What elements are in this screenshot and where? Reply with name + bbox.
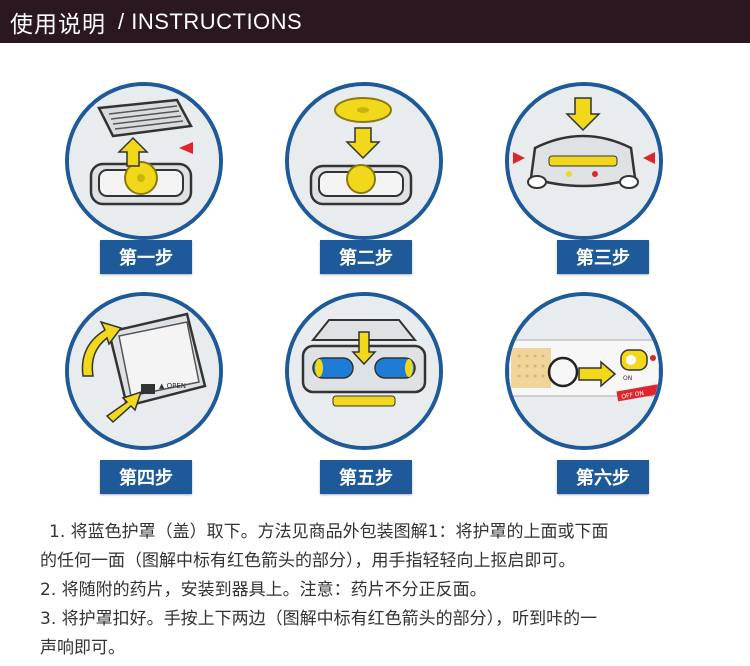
step-4-illustration: ▲ OPEN bbox=[65, 292, 223, 450]
step-4-badge: 第四步 bbox=[100, 460, 192, 494]
down-arrow-icon bbox=[345, 127, 381, 160]
step-3-illustration bbox=[505, 82, 663, 240]
down-arrow-icon bbox=[565, 97, 601, 132]
curved-arrow-icon bbox=[81, 320, 123, 377]
down-arrow-icon bbox=[351, 331, 377, 366]
step-4: ▲ OPEN 第四步 bbox=[65, 292, 225, 494]
step-6-illustration: ON OFF ON bbox=[505, 292, 663, 450]
step-2-badge: 第二步 bbox=[320, 240, 412, 274]
header-title-en: / INSTRUCTIONS bbox=[118, 8, 303, 34]
instruction-2: 2. 将随附的药片，安装到器具上。注意：药片不分正反面。 bbox=[40, 580, 487, 600]
step-3: 第三步 bbox=[505, 82, 665, 274]
step-2: 第二步 bbox=[285, 82, 445, 274]
page-header: 使用说明 / INSTRUCTIONS bbox=[0, 0, 750, 43]
step-6: ON OFF ON 第六步 bbox=[505, 292, 665, 494]
instruction-1-line-2: 的任何一面（图解中标有红色箭头的部分），用手指轻轻向上抠启即可。 bbox=[40, 551, 576, 571]
instruction-1-line-1: 1. 将蓝色护罩（盖）取下。方法见商品外包装图解1：将护罩的上面或下面 bbox=[49, 522, 609, 542]
step-5: 第五步 bbox=[285, 292, 445, 494]
step-5-badge: 第五步 bbox=[320, 460, 412, 494]
on-label: ON bbox=[623, 375, 632, 382]
step-3-badge: 第三步 bbox=[557, 240, 649, 274]
right-arrow-icon bbox=[578, 360, 617, 388]
step-1-illustration bbox=[65, 82, 223, 240]
step-2-illustration bbox=[285, 82, 443, 240]
instructions-text: 1. 将蓝色护罩（盖）取下。方法见商品外包装图解1：将护罩的上面或下面 的任何一… bbox=[40, 518, 724, 663]
up-arrow-icon bbox=[117, 136, 149, 167]
step-6-badge: 第六步 bbox=[557, 460, 649, 494]
pointer-arrow-icon bbox=[105, 390, 143, 424]
open-label: ▲ OPEN bbox=[159, 382, 186, 390]
step-5-illustration bbox=[285, 292, 443, 450]
header-title-zh: 使用说明 bbox=[10, 11, 106, 38]
red-arrow-icon bbox=[179, 142, 193, 154]
instruction-3-line-1: 3. 将护罩扣好。手按上下两边（图解中标有红色箭头的部分），听到咔的一 bbox=[40, 609, 598, 629]
red-arrow-right-icon bbox=[643, 152, 655, 164]
red-arrow-left-icon bbox=[513, 152, 525, 164]
step-1-badge: 第一步 bbox=[100, 240, 192, 274]
step-1: 第一步 bbox=[65, 82, 225, 274]
off-on-label: OFF ON bbox=[621, 390, 645, 401]
instruction-3-line-2: 声响即可。 bbox=[40, 638, 125, 658]
